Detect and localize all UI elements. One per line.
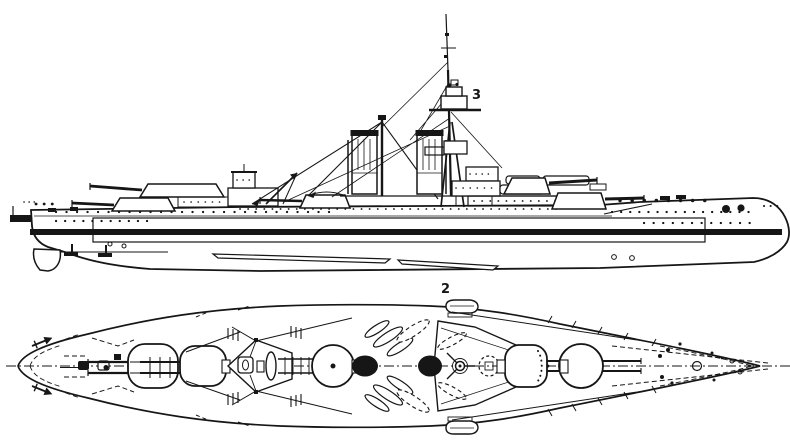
rudder-skeg [32, 248, 62, 272]
deck-edge-boat-bottom [445, 416, 479, 435]
annotations: 3 2 [441, 88, 481, 297]
annotation-label-2: 2 [441, 282, 450, 297]
midship-turret-side [259, 191, 352, 209]
quarterdeck-plan [611, 342, 769, 387]
overhead-plan-view [6, 299, 790, 435]
boat-booms-plan [185, 317, 353, 415]
boat-derrick-side [251, 115, 439, 206]
aft-deckhouse-side [227, 164, 298, 207]
underwater-details [32, 241, 635, 272]
turret-x-plan [496, 344, 599, 388]
bridge-plan [226, 338, 293, 394]
turret-a-plan [87, 343, 179, 389]
hawse-pipes [660, 195, 745, 213]
funnel-1-plan [352, 355, 378, 377]
rigging-stays [283, 61, 503, 203]
annotation-label-3: 3 [472, 88, 481, 103]
anchor-icon [31, 337, 53, 349]
boats-plan [364, 319, 467, 413]
funnel-2-plan [418, 355, 442, 377]
forward-turret-pair-side [502, 177, 645, 210]
stern-fittings [10, 206, 78, 222]
porthole-rows [23, 198, 781, 225]
funnel-2-side [415, 130, 447, 195]
hull-side [30, 197, 790, 272]
spotting-top [429, 79, 481, 112]
waterline-band [30, 229, 782, 235]
side-profile-view [10, 13, 790, 272]
deck-edge-boat-top [445, 299, 479, 318]
bow-fittings-plan [31, 333, 135, 399]
hull-plan [6, 303, 790, 429]
anchor-icon [31, 383, 53, 395]
turret-y-plan [558, 343, 642, 389]
aft-turret-pair-side [71, 183, 231, 212]
tripod-mast-plan [446, 352, 500, 380]
tripod-foremast [429, 13, 481, 208]
davit-ticks [195, 305, 657, 427]
funnel-1-side [347, 130, 379, 195]
